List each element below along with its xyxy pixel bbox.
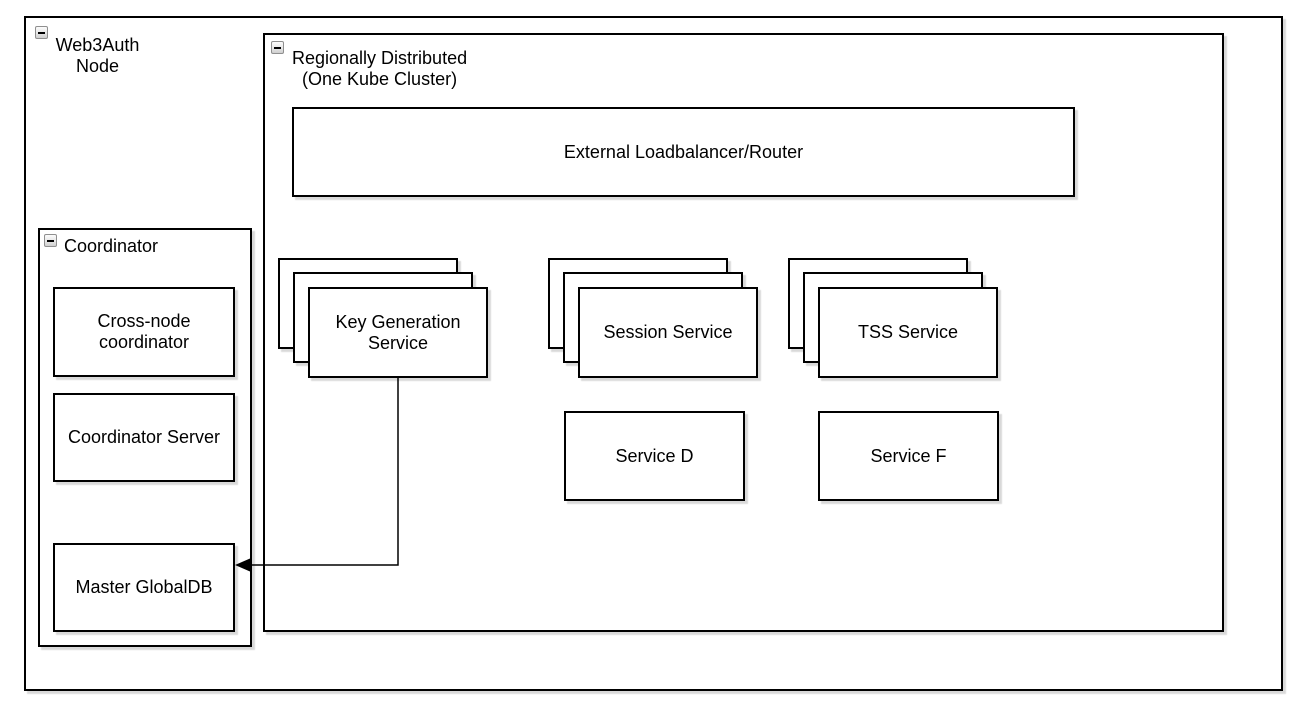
master-globaldb-label: Master GlobalDB [75,577,213,597]
external-loadbalancer-label: External Loadbalancer/Router [563,141,804,162]
cross-node-coordinator-label: Cross-node coordinator [97,311,191,352]
box-service-d[interactable]: Service D [564,411,745,501]
regionally-distributed-label: Regionally Distributed (One Kube Cluster… [292,48,468,89]
tss-service-label: TSS Service [857,322,959,342]
key-generation-service-label: Key Generation Service [335,311,461,353]
regional-collapse-minus-icon[interactable] [271,41,284,54]
box-service-f[interactable]: Service F [818,411,999,501]
box-session-service[interactable]: Session Service [578,287,758,378]
coordinator-collapse-minus-icon[interactable] [44,234,57,247]
web3auth-node-label: Web3Auth Node [55,35,140,76]
box-cross-node-coordinator[interactable]: Cross-node coordinator [53,287,235,377]
coordinator-label: Coordinator [64,236,159,256]
box-master-globaldb[interactable]: Master GlobalDB [53,543,235,632]
service-f-label: Service F [870,445,947,466]
box-tss-service[interactable]: TSS Service [818,287,998,378]
web3auth-collapse-minus-icon[interactable] [35,26,48,39]
box-external-loadbalancer[interactable]: External Loadbalancer/Router [292,107,1075,197]
service-d-label: Service D [615,445,694,466]
session-service-label: Session Service [603,322,733,342]
box-key-generation-service[interactable]: Key Generation Service [308,287,488,378]
box-coordinator-server[interactable]: Coordinator Server [53,393,235,482]
coordinator-server-label: Coordinator Server [67,427,221,447]
